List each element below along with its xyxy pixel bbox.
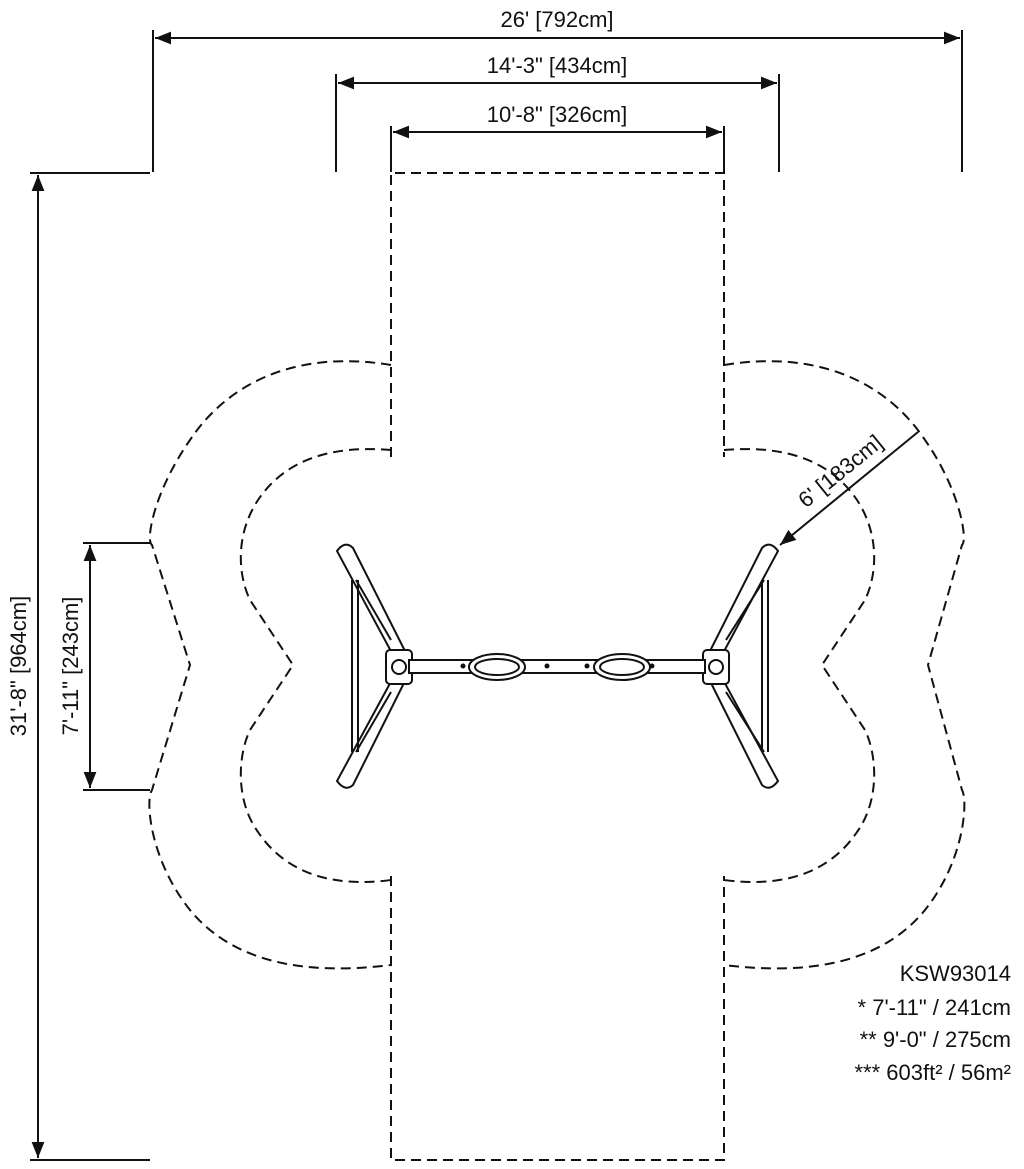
swing-seat-right xyxy=(593,653,651,681)
overall-width-label: 26' [792cm] xyxy=(500,7,613,32)
overall-width-dimension: 26' [792cm] xyxy=(152,7,963,172)
note-line-2: ** 9'-0" / 275cm xyxy=(860,1027,1011,1052)
middle-width-label: 14'-3" [434cm] xyxy=(487,53,627,78)
frame-width-dimension: 7'-11" [243cm] xyxy=(58,542,150,791)
right-a-frame xyxy=(706,543,780,671)
use-zone-outline xyxy=(148,172,966,1161)
radius-label: 6' [183cm] xyxy=(793,430,887,513)
frame-width-label: 7'-11" [243cm] xyxy=(58,597,83,736)
note-line-3: *** 603ft² / 56m² xyxy=(854,1060,1011,1085)
radius-dimension: 6' [183cm] xyxy=(779,430,919,546)
swing-frame xyxy=(335,543,780,789)
overall-length-dimension: 31'-8" [964cm] xyxy=(6,172,150,1161)
top-beam xyxy=(408,659,706,674)
inner-width-dimension: 10'-8" [326cm] xyxy=(390,102,725,172)
middle-width-dimension: 14'-3" [434cm] xyxy=(335,53,780,172)
overall-length-label: 31'-8" [964cm] xyxy=(6,596,31,736)
note-line-1: * 7'-11" / 241cm xyxy=(858,995,1011,1020)
outer-safety-zone xyxy=(148,360,966,970)
swing-seat-left xyxy=(468,653,526,681)
product-legend: KSW93014 * 7'-11" / 241cm ** 9'-0" / 275… xyxy=(854,961,1011,1085)
inner-width-label: 10'-8" [326cm] xyxy=(487,102,627,127)
swing-path-zone xyxy=(390,172,725,457)
inner-safety-zone xyxy=(239,448,876,883)
model-number: KSW93014 xyxy=(900,961,1011,986)
